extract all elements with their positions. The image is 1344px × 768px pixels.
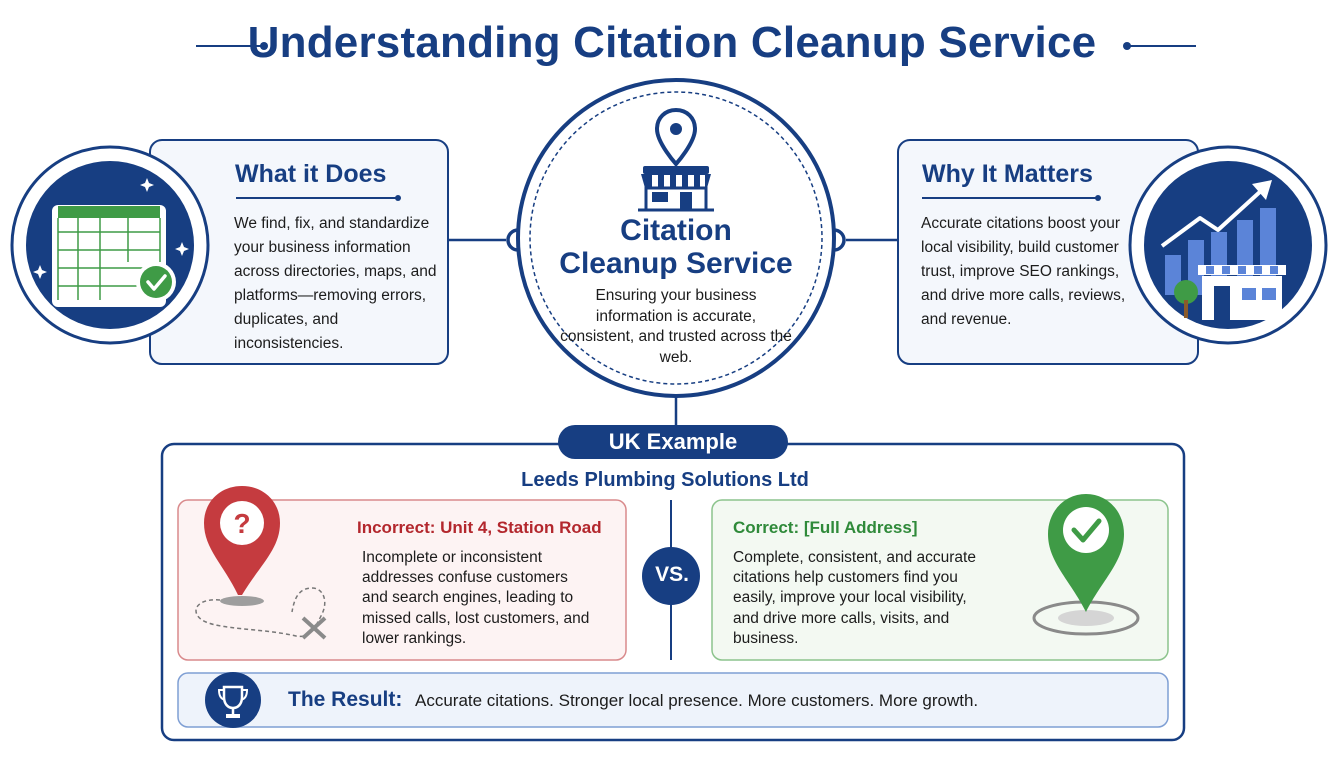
result-label: The Result: xyxy=(288,688,403,711)
result-text: Accurate citations. Stronger local prese… xyxy=(415,691,979,710)
what-it-does-body: We find, fix, and standardize your busin… xyxy=(234,215,437,352)
center-title: Citation Cleanup Service xyxy=(548,214,804,280)
why-it-matters-heading: Why It Matters xyxy=(922,160,1093,188)
incorrect-description: Incomplete or inconsistent addresses con… xyxy=(362,549,590,647)
question-pin-icon: ? xyxy=(195,486,327,640)
vs-badge xyxy=(642,547,700,605)
page-title: Understanding Citation Cleanup Service xyxy=(247,18,1097,67)
vs-label: VS. xyxy=(655,563,689,586)
incorrect-card xyxy=(177,499,627,661)
svg-text:?: ? xyxy=(233,508,250,539)
incorrect-title: Incorrect: Unit 4, Station Road xyxy=(357,518,602,537)
spreadsheet-check-icon xyxy=(10,145,210,345)
storefront-location-pin-icon xyxy=(638,107,714,212)
title-right-decoration xyxy=(1123,42,1196,50)
check-pin-icon xyxy=(1032,494,1140,636)
result-bar xyxy=(177,672,1169,728)
correct-title: Correct: [Full Address] xyxy=(733,518,918,537)
uk-example-label: UK Example xyxy=(608,429,738,454)
correct-description: Complete, consistent, and accurate citat… xyxy=(733,549,976,647)
center-description: Ensuring your business information is ac… xyxy=(560,287,792,366)
company-name: Leeds Plumbing Solutions Ltd xyxy=(521,469,809,491)
center-title-line1: Citation xyxy=(620,214,732,247)
title-left-decoration xyxy=(196,42,268,50)
what-it-does-heading: What it Does xyxy=(235,160,387,188)
uk-example-badge xyxy=(558,425,788,459)
why-it-matters-body: Accurate citations boost your local visi… xyxy=(921,215,1126,328)
trophy-icon xyxy=(205,672,261,728)
growth-chart-store-icon xyxy=(1128,145,1328,345)
center-title-line2: Cleanup Service xyxy=(559,247,793,280)
